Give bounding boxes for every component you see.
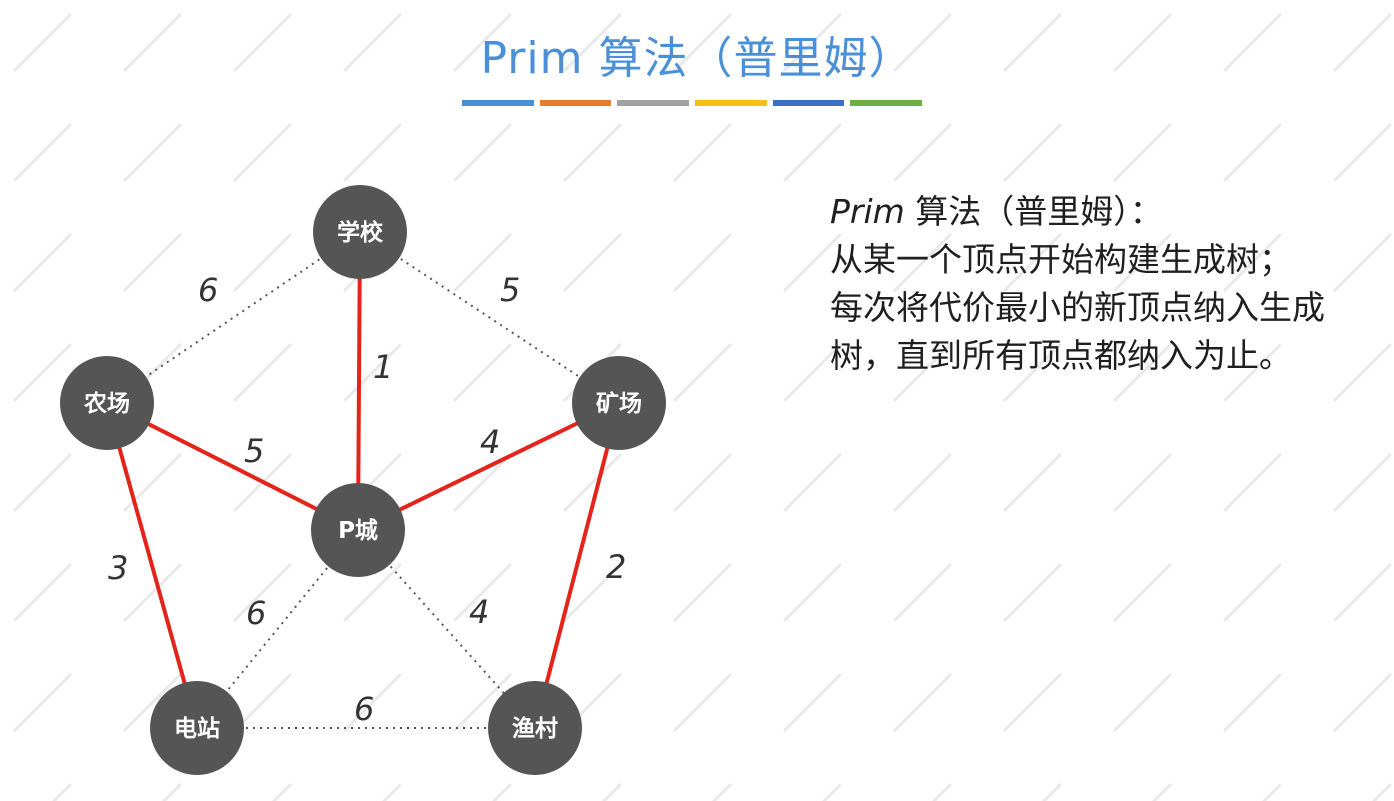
edge-farm-power bbox=[105, 402, 199, 729]
node-mine: 矿场 bbox=[572, 356, 666, 450]
edge-school-pcity bbox=[356, 231, 362, 531]
node-pcity-label: P城 bbox=[338, 517, 378, 544]
node-power: 电站 bbox=[150, 681, 244, 775]
node-fishing-label: 渔村 bbox=[512, 715, 558, 742]
weight-farm-power: 3 bbox=[108, 549, 128, 587]
node-school-label: 学校 bbox=[337, 219, 384, 246]
edge-mine-pcity bbox=[357, 401, 620, 532]
node-school: 学校 bbox=[313, 185, 407, 279]
node-pcity: P城 bbox=[311, 483, 405, 577]
node-farm-label: 农场 bbox=[83, 390, 130, 417]
underline-segment-2 bbox=[539, 100, 612, 106]
weight-pcity-power: 6 bbox=[246, 594, 266, 632]
description-line-4: 树，直到所有顶点都纳入为止。 bbox=[830, 336, 1292, 375]
title-underline bbox=[462, 100, 923, 106]
underline-segment-5 bbox=[772, 100, 845, 106]
edge-mine-fishing bbox=[533, 402, 621, 729]
weight-farm-pcity: 5 bbox=[244, 432, 264, 470]
weight-school-farm: 6 bbox=[198, 271, 218, 309]
weight-mine-pcity: 4 bbox=[480, 423, 500, 461]
description-heading: Prim 算法（普里姆）： bbox=[830, 188, 1385, 236]
description-line-3: 每次将代价最小的新顶点纳入生成 bbox=[830, 288, 1325, 327]
edge-school-mine bbox=[359, 231, 620, 404]
underline-segment-1 bbox=[462, 100, 534, 106]
weight-pcity-fishing: 4 bbox=[469, 593, 489, 631]
weight-school-pcity: 1 bbox=[373, 348, 393, 386]
node-fishing: 渔村 bbox=[488, 681, 582, 775]
algorithm-name: Prim bbox=[830, 192, 905, 231]
slide-title: Prim 算法（普里姆） bbox=[480, 33, 914, 84]
node-mine-label: 矿场 bbox=[596, 390, 642, 417]
description-heading-rest: 算法（普里姆）： bbox=[904, 192, 1163, 231]
node-farm: 农场 bbox=[60, 356, 154, 450]
underline-segment-4 bbox=[695, 100, 767, 106]
node-power-label: 电站 bbox=[174, 716, 220, 742]
weight-power-fishing: 6 bbox=[354, 690, 374, 728]
underline-segment-3 bbox=[617, 100, 690, 106]
weight-mine-fishing: 2 bbox=[606, 548, 626, 586]
weight-school-mine: 5 bbox=[500, 271, 520, 309]
description-line-2: 从某一个顶点开始构建生成树； bbox=[830, 240, 1292, 279]
algorithm-description: Prim 算法（普里姆）： 从某一个顶点开始构建生成树； 每次将代价最小的新顶点… bbox=[830, 188, 1385, 380]
graph-diagram: 6 5 1 5 4 3 2 6 4 6 学校 农场 矿场 P城 电站 渔村 bbox=[60, 185, 666, 775]
edge-school-farm bbox=[106, 231, 361, 404]
underline-segment-6 bbox=[850, 100, 923, 106]
